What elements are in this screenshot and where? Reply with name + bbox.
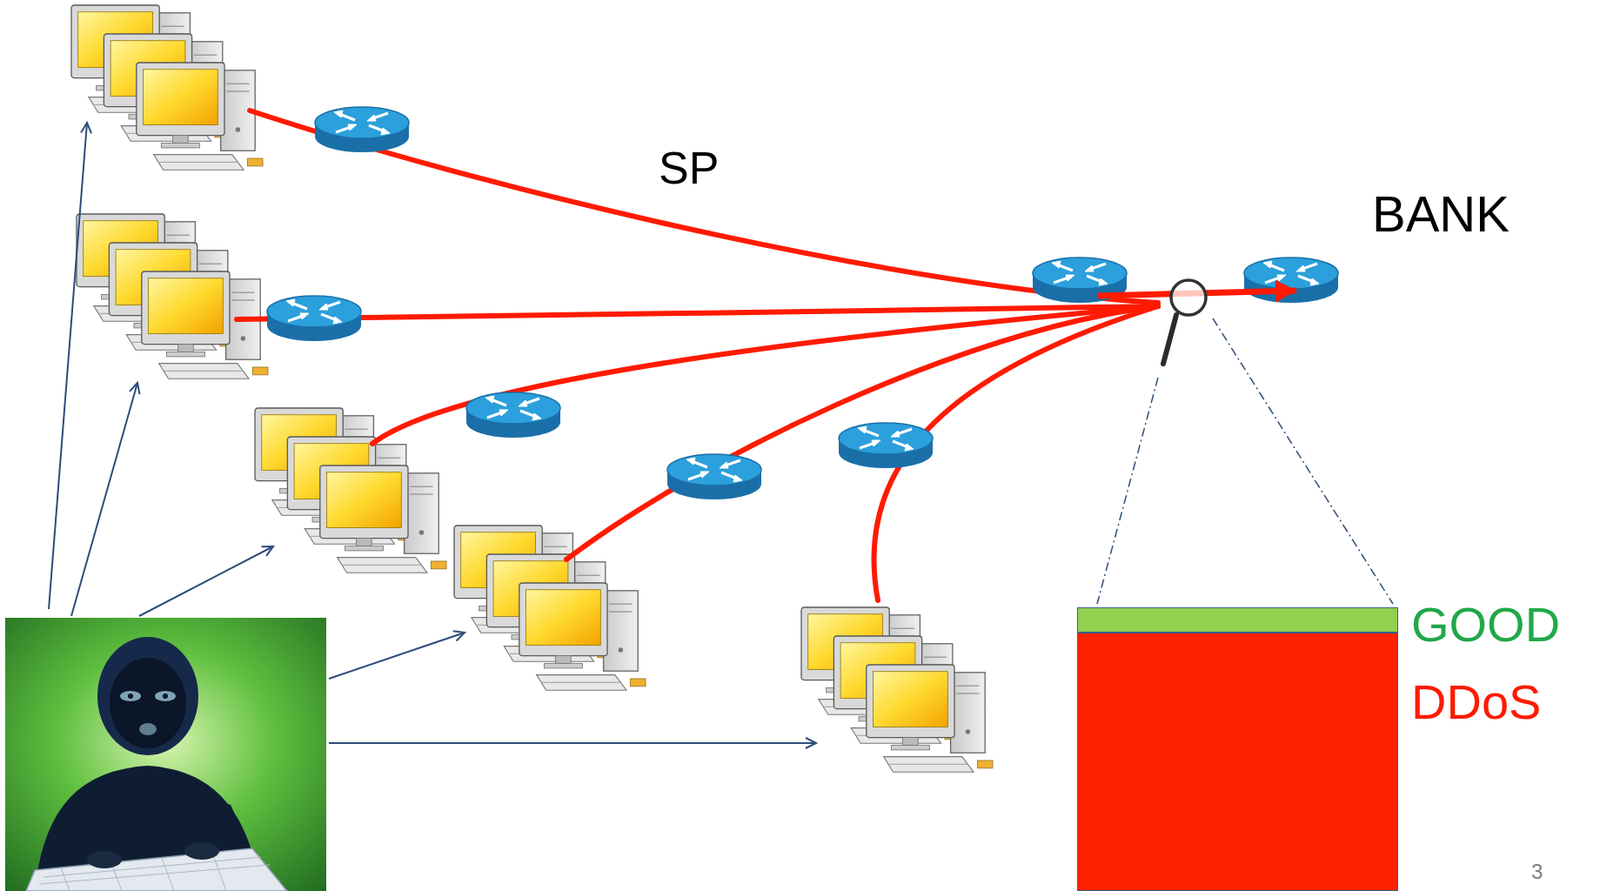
bank-photo — [1296, 124, 1598, 524]
control-arrow — [48, 122, 88, 610]
router-icon — [667, 454, 762, 500]
hacker-hood — [97, 636, 199, 756]
label-holder: 3 — [1531, 859, 1543, 884]
router-icon — [1244, 257, 1339, 303]
zoom-line — [1212, 318, 1393, 604]
cloud-title: SP — [658, 142, 719, 195]
bot-cluster — [801, 607, 993, 772]
legend-swatch — [1077, 632, 1399, 891]
bot-cluster — [454, 525, 646, 690]
control-arrow — [328, 632, 465, 679]
zoom-lines — [1097, 318, 1393, 604]
control-arrow — [139, 546, 274, 616]
legend-text: DDoS — [1411, 674, 1541, 730]
router-icon — [838, 422, 933, 469]
attack-traffic — [236, 110, 1159, 601]
router-icon — [466, 392, 561, 438]
bot-cluster — [76, 214, 268, 379]
legend-entry: DDoS — [1411, 674, 1541, 730]
hacker-eye — [154, 690, 176, 702]
bot-cluster — [71, 5, 263, 170]
router-icon — [267, 295, 362, 342]
hacker-hand — [184, 842, 220, 860]
page-number: 3 — [1531, 859, 1543, 884]
hacker-eye — [120, 690, 141, 702]
zoom-line — [1097, 377, 1159, 604]
magnifier-icon — [1163, 280, 1206, 364]
cloud-region: SP — [249, 51, 1098, 455]
control-arrows — [48, 122, 817, 744]
hacker-mouth — [139, 723, 157, 736]
router-icon — [314, 107, 409, 153]
keyboard-keys — [39, 852, 270, 891]
control-arrow — [71, 382, 138, 616]
hacker-picture — [5, 617, 327, 891]
bank-building: BANK — [1296, 124, 1598, 524]
routers — [267, 107, 1339, 500]
legend-swatch — [1077, 607, 1399, 633]
hacker-pupil — [162, 693, 168, 699]
cloud-shape — [249, 51, 1098, 455]
hacker-background — [5, 617, 327, 891]
legend-entry: GOOD — [1411, 596, 1560, 653]
keyboard — [26, 848, 288, 891]
attack-line — [372, 306, 1159, 444]
bank-title: BANK — [1372, 185, 1510, 244]
bot-cluster — [254, 408, 447, 573]
hacker-mask — [109, 657, 187, 749]
attack-line — [566, 306, 1159, 560]
hacker-pupil — [127, 693, 134, 699]
legend-text: GOOD — [1411, 596, 1560, 653]
hacker-hand — [87, 850, 122, 869]
control-arrow — [328, 742, 817, 744]
